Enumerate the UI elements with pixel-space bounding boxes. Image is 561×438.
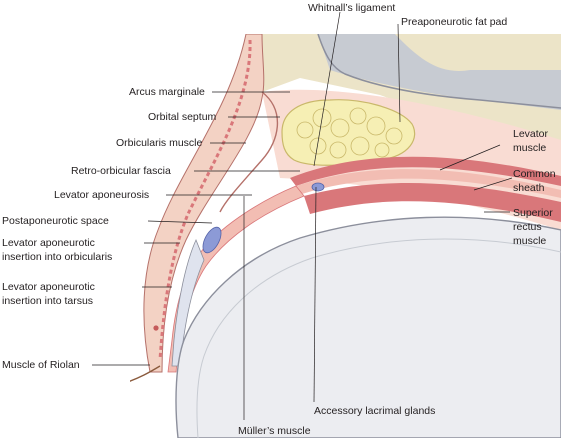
globe-inner-contour xyxy=(196,238,561,438)
label-insertion-tarsus-line2: insertion into tarsus xyxy=(2,295,93,307)
label-accessory-lacrimal-glands: Accessory lacrimal glands xyxy=(314,405,435,417)
orbital-cavity xyxy=(318,34,561,110)
label-insertion-orbicularis-line2: insertion into orbicularis xyxy=(2,251,112,263)
superior-rectus-muscle xyxy=(304,183,561,222)
globe xyxy=(175,216,561,438)
label-common-sheath-line1: Common xyxy=(513,168,556,180)
levator-muscle xyxy=(290,156,561,186)
label-insertion-tarsus-line1: Levator aponeurotic xyxy=(2,281,95,293)
label-levator-muscle-line1: Levator xyxy=(513,128,549,140)
label-levator-muscle-line2: muscle xyxy=(513,142,546,154)
label-levator-aponeurosis: Levator aponeurosis xyxy=(54,189,149,201)
label-mullers-muscle: Müller’s muscle xyxy=(238,425,311,437)
accessory-lacrimal-gland-wolfring xyxy=(202,226,222,254)
label-superior-rectus-line2: rectus xyxy=(513,221,542,233)
label-muscle-of-riolan: Muscle of Riolan xyxy=(2,359,80,371)
label-orbital-septum: Orbital septum xyxy=(148,111,217,123)
orbital-septum xyxy=(219,91,279,213)
preaponeurotic-fat-pad xyxy=(281,99,416,166)
leader-lines xyxy=(92,11,513,420)
label-superior-rectus-line3: muscle xyxy=(513,235,546,247)
label-common-sheath-line2: sheath xyxy=(513,182,545,194)
eyelash xyxy=(130,365,161,382)
label-insertion-orbicularis-line1: Levator aponeurotic xyxy=(2,237,95,249)
label-whitnalls-ligament: Whitnall’s ligament xyxy=(308,2,395,14)
accessory-lacrimal-gland-krause xyxy=(311,182,325,192)
label-superior-rectus-line1: Superior xyxy=(513,207,553,219)
common-sheath xyxy=(296,169,561,198)
label-orbicularis-muscle: Orbicularis muscle xyxy=(116,137,203,149)
tarsus xyxy=(171,238,205,367)
label-arcus-marginale: Arcus marginale xyxy=(129,86,205,98)
muscle-of-riolan xyxy=(153,325,159,331)
orbicularis-muscle-band xyxy=(158,39,252,361)
bone-cortex xyxy=(317,34,561,109)
label-retro-orbicular-fascia: Retro-orbicular fascia xyxy=(71,165,171,177)
label-preaponeurotic-fat-pad: Preaponeurotic fat pad xyxy=(401,16,507,28)
label-postaponeurotic-space: Postaponeurotic space xyxy=(2,215,109,227)
fat-lobules xyxy=(296,107,403,159)
